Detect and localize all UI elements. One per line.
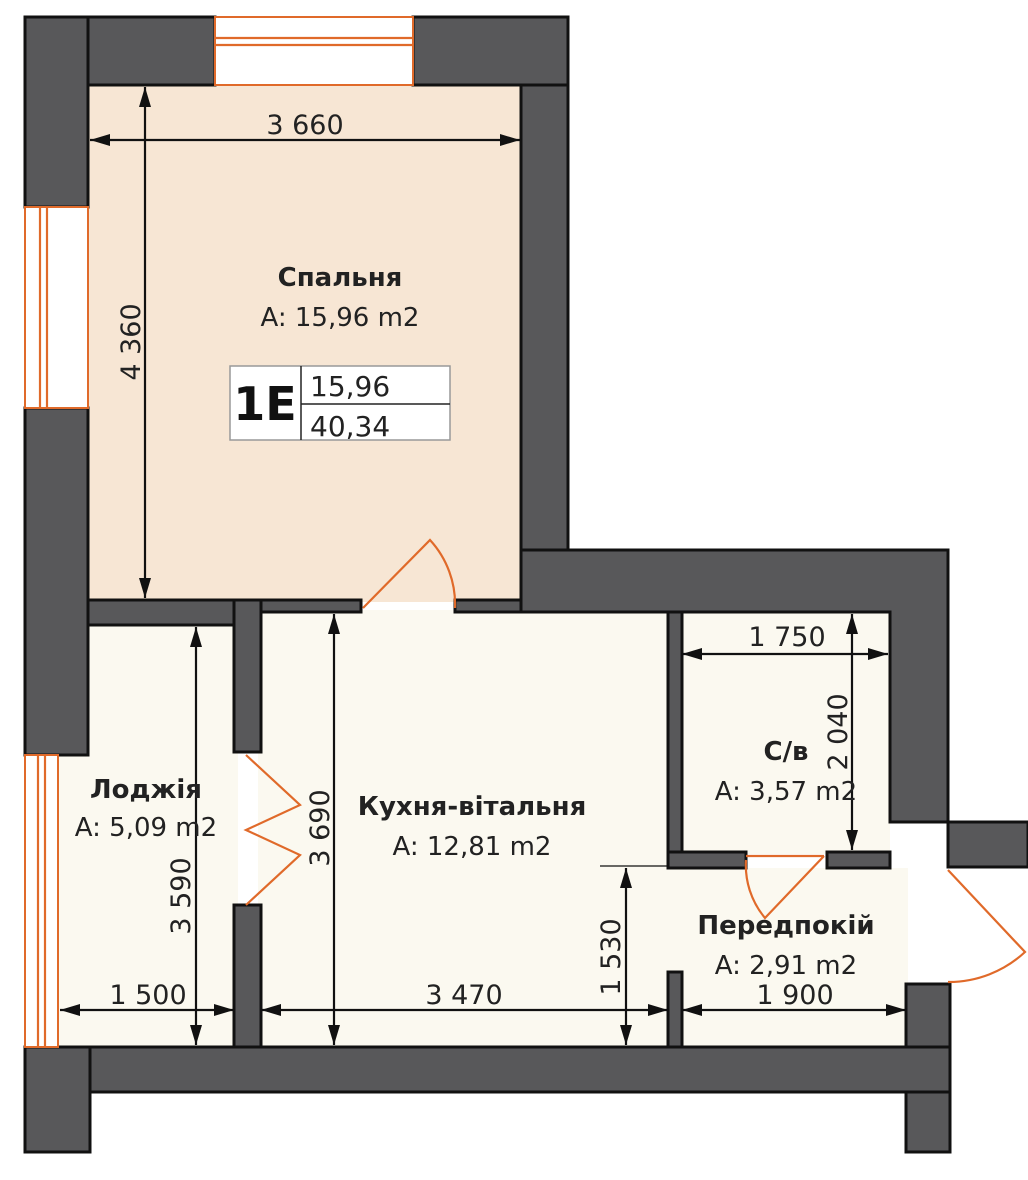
dim-loggia-width: 1 500 — [109, 980, 186, 1011]
wall-bath-bottom-left — [666, 850, 748, 870]
window-loggia — [24, 754, 59, 1048]
wall-left-bottom — [23, 1045, 92, 1154]
badge-living-area: 15,96 — [310, 370, 390, 403]
room-name-bathroom: С/в — [763, 737, 808, 767]
dim-loggia-length: 3 590 — [166, 857, 197, 934]
wall-bedroom-bottom-right — [453, 598, 523, 614]
entrance-door-swing — [947, 869, 1027, 984]
wall-bath-bottom-right — [825, 850, 892, 870]
wall-left-upper — [23, 15, 90, 209]
badge-code: 1E — [233, 377, 296, 431]
window-left — [24, 206, 89, 409]
dimension-lines — [60, 87, 906, 1045]
kitchen-floor — [258, 610, 670, 1050]
bedroom-door-swing — [362, 538, 457, 609]
dim-hall-depth: 1 530 — [596, 918, 627, 995]
dim-kitchen-width: 3 470 — [425, 980, 502, 1011]
room-name-hallway: Передпокій — [697, 911, 874, 941]
wall-bottom — [23, 1045, 952, 1094]
window-top — [214, 16, 414, 86]
wall-partition-upper — [232, 598, 263, 754]
dim-kitchen-length: 3 690 — [305, 789, 336, 866]
room-area-bathroom: A: 3,57 m2 — [715, 777, 857, 807]
room-name-loggia: Лоджія — [90, 775, 202, 805]
hallway-floor — [670, 868, 908, 1050]
bathroom-door-swing — [744, 854, 825, 920]
room-area-kitchen-living: A: 12,81 m2 — [393, 832, 552, 862]
doors — [243, 538, 1027, 984]
dim-bathroom-width: 1 750 — [748, 622, 825, 653]
wall-top-right — [411, 15, 570, 87]
bathroom-floor — [682, 612, 890, 854]
loggia-folding-door — [243, 754, 302, 906]
room-area-loggia: A: 5,09 m2 — [75, 813, 217, 843]
wall-bedroom-bottom-mid — [256, 598, 363, 614]
wall-bath-left — [666, 610, 684, 870]
wall-partition-lower — [232, 903, 263, 1052]
room-area-bedroom: A: 15,96 m2 — [261, 303, 420, 333]
room-name-bedroom: Спальня — [278, 263, 403, 293]
dim-bedroom-width: 3 660 — [266, 110, 343, 141]
dim-hallway-width: 1 900 — [756, 980, 833, 1011]
wall-right-bedroom — [519, 83, 570, 614]
windows — [24, 16, 414, 1048]
room-area-hallway: A: 2,91 m2 — [715, 951, 857, 981]
wall-hall-post — [666, 970, 684, 1052]
badge-total-area: 40,34 — [310, 410, 390, 443]
apartment-badge: 1E 15,96 40,34 — [229, 365, 451, 443]
wall-left-middle — [23, 406, 90, 757]
bedroom-floor — [88, 85, 524, 602]
dim-bedroom-length: 4 360 — [116, 303, 147, 380]
wall-right-stub — [946, 820, 1028, 869]
walls — [23, 15, 1028, 1154]
room-name-kitchen-living: Кухня-вітальня — [358, 792, 587, 822]
dim-bathroom-length: 2 040 — [823, 693, 854, 770]
